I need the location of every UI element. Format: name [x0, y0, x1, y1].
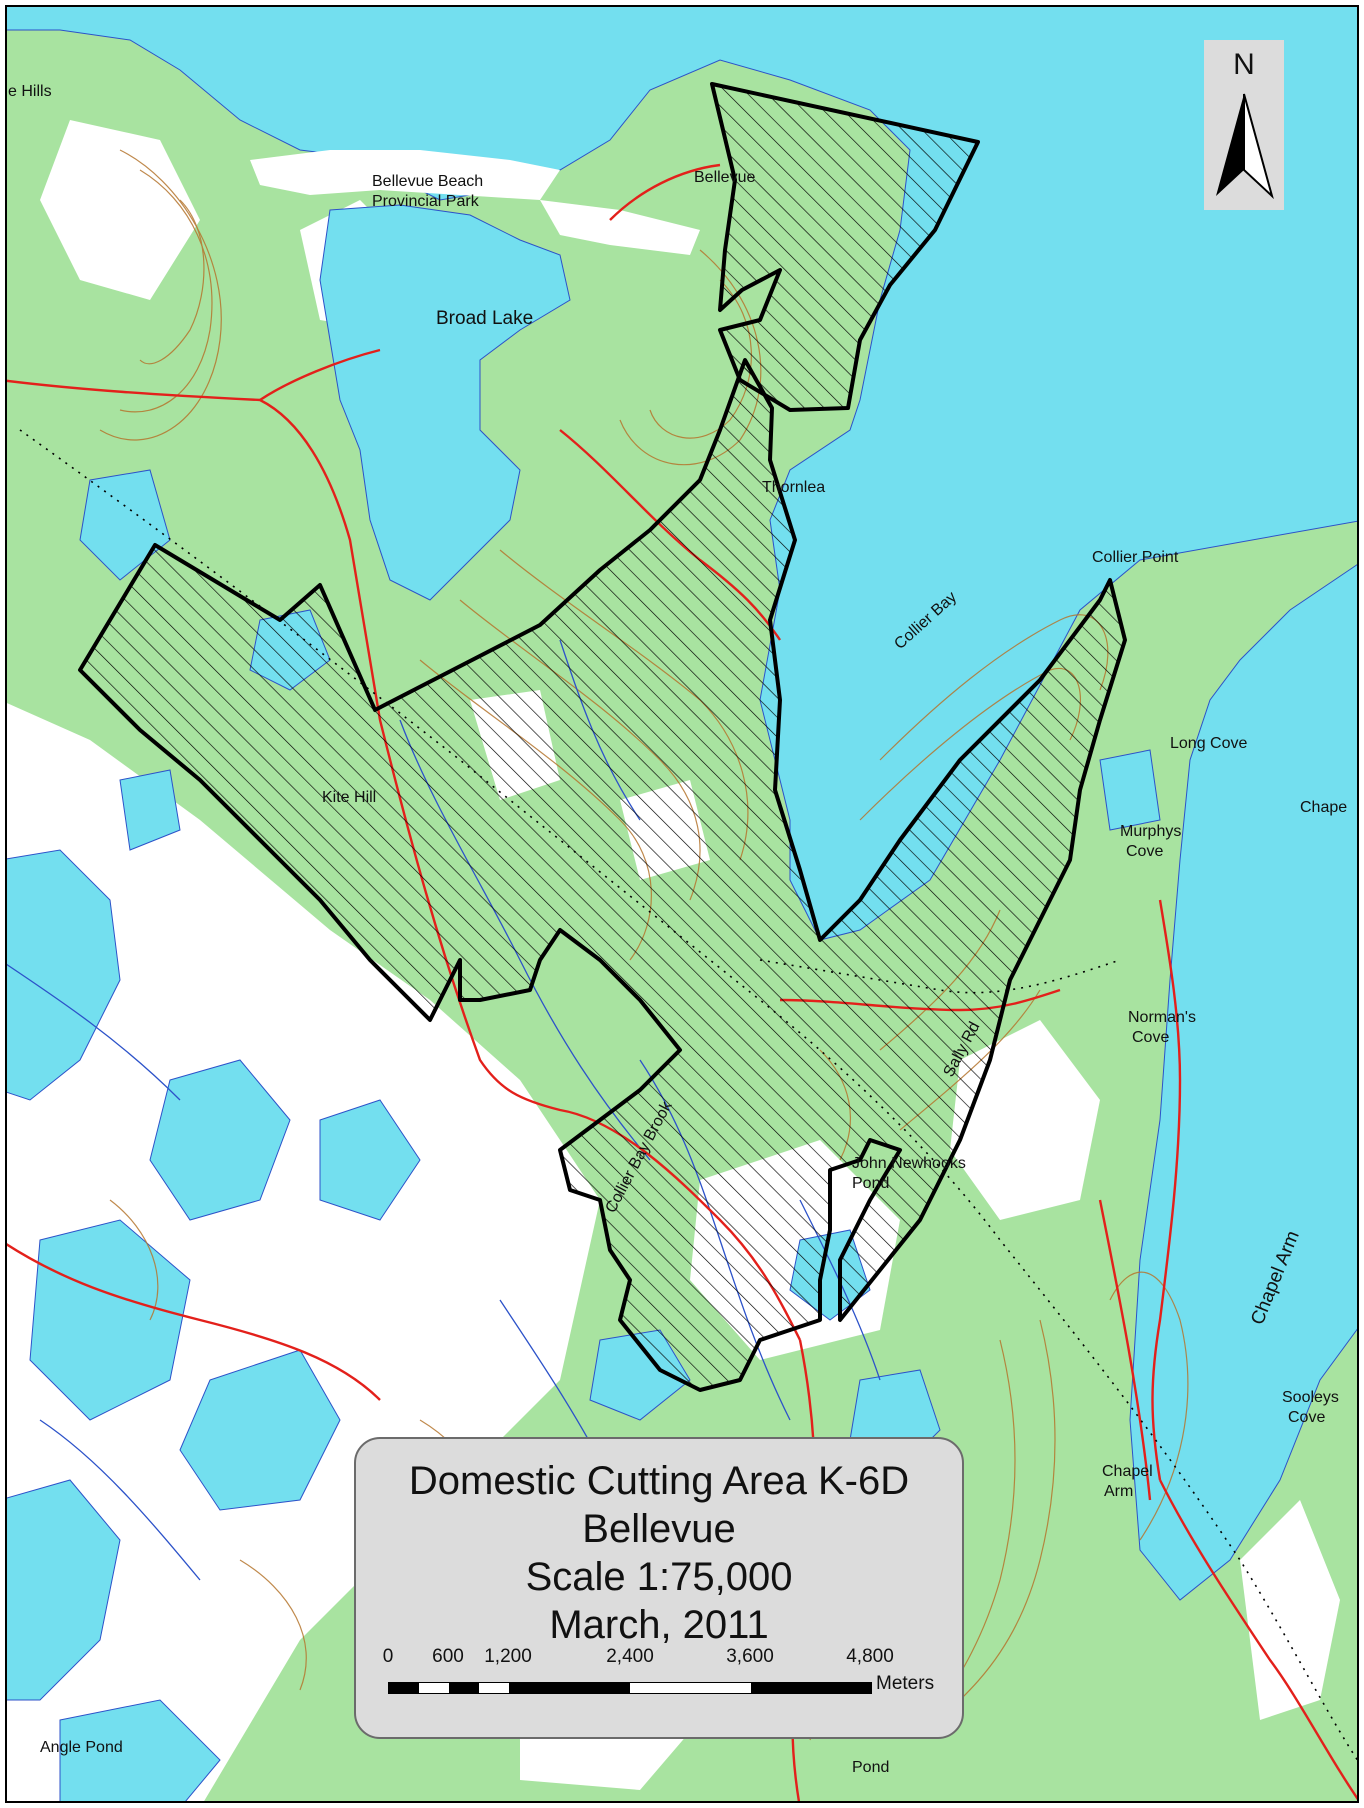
scale-tick-3600: 3,600	[726, 1646, 774, 1667]
cutting-area-main	[78, 358, 1127, 1392]
cutting-area-north	[710, 82, 980, 412]
label-chapel-arm-town-1: Chapel	[1102, 1463, 1153, 1480]
scale-tick-600: 600	[432, 1646, 464, 1667]
scale-bar	[388, 1682, 872, 1694]
label-broad-lake: Broad Lake	[436, 308, 533, 329]
label-chapel-arm-town-2: Arm	[1104, 1483, 1133, 1500]
label-hills-edge: e Hills	[8, 83, 52, 100]
title-line-2: Bellevue	[582, 1507, 736, 1551]
label-bellevue: Bellevue	[694, 169, 755, 186]
scale-tick-0: 0	[382, 1646, 394, 1667]
label-murphys-cove-1: Murphys	[1120, 823, 1181, 840]
north-arrow: N	[1204, 40, 1284, 210]
label-murphys-cove-2: Cove	[1126, 843, 1163, 860]
label-chapel-edge: Chape	[1300, 799, 1347, 816]
label-normans-cove-1: Norman's	[1128, 1009, 1196, 1026]
title-line-1: Domestic Cutting Area K-6D	[408, 1459, 910, 1503]
label-john-newhooks-2: Pond	[852, 1175, 889, 1192]
label-thornlea: Thornlea	[762, 479, 825, 496]
label-sooleys-cove-2: Cove	[1288, 1409, 1325, 1426]
title-line-4: March, 2011	[549, 1603, 769, 1647]
title-line-3: Scale 1:75,000	[525, 1555, 793, 1599]
map-frame	[5, 5, 1359, 1803]
label-kite-hill: Kite Hill	[322, 789, 376, 806]
cutting-area-boundary	[78, 82, 1127, 1392]
label-sooleys-cove-1: Sooleys	[1282, 1389, 1339, 1406]
scale-tick-1200: 1,200	[484, 1646, 532, 1667]
label-john-newhooks-1: John Newhooks	[852, 1155, 966, 1172]
beach	[250, 150, 700, 255]
north-arrow-icon	[1204, 40, 1284, 210]
label-long-pond-edge: Pond	[852, 1759, 889, 1776]
label-long-cove: Long Cove	[1170, 735, 1247, 752]
north-label: N	[1233, 48, 1255, 81]
label-angle-pond: Angle Pond	[40, 1739, 123, 1756]
label-normans-cove-2: Cove	[1132, 1029, 1169, 1046]
scale-unit: Meters	[876, 1673, 935, 1694]
label-collier-point: Collier Point	[1092, 549, 1179, 566]
label-bellevue-beach-1: Bellevue Beach	[372, 173, 483, 190]
scale-tick-4800: 4,800	[846, 1646, 894, 1667]
label-bellevue-beach-2: Provincial Park	[372, 193, 480, 210]
scale-tick-2400: 2,400	[606, 1646, 654, 1667]
